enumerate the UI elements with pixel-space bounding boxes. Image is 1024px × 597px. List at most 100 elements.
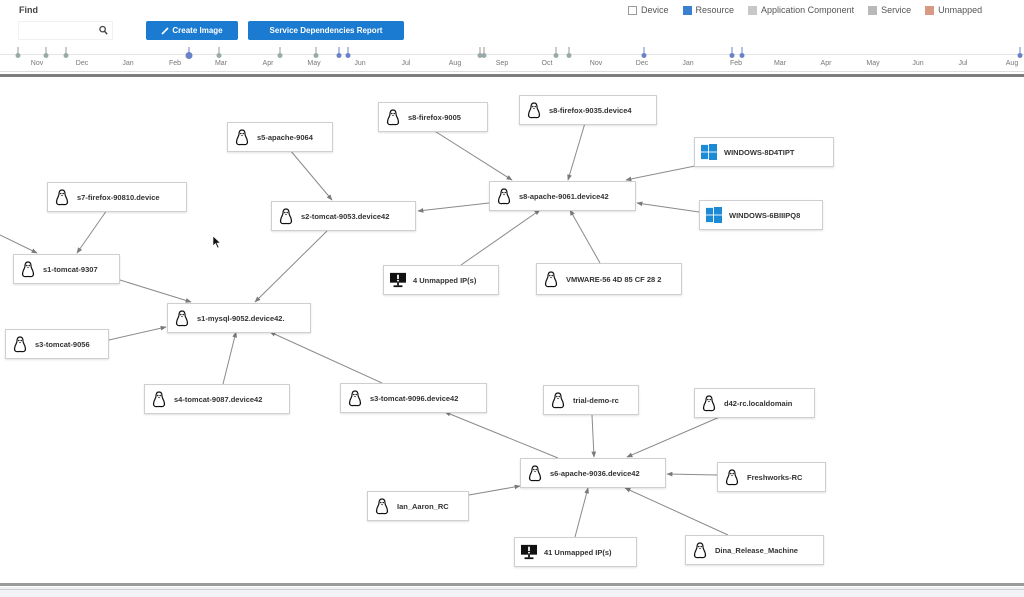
legend-item-device[interactable]: Device: [628, 5, 669, 15]
linux-penguin-icon: [550, 391, 566, 409]
linux-penguin-icon: [385, 108, 401, 126]
linux-penguin-icon: [151, 390, 167, 408]
node-label: s3-tomcat-9096.device42: [370, 393, 459, 403]
graph-node-s8-firefox-9005[interactable]: s8-firefox-9005: [378, 102, 488, 132]
unmapped-monitor-icon: [521, 543, 537, 561]
timeline-event-marker[interactable]: [1017, 47, 1023, 58]
report-label: Service Dependencies Report: [269, 26, 383, 35]
timeline-event-marker[interactable]: [63, 47, 69, 58]
pencil-icon: [161, 26, 169, 35]
legend-label: Service: [881, 5, 912, 15]
timeline-event-marker[interactable]: [185, 47, 193, 59]
node-label: d42-rc.localdomain: [724, 398, 793, 408]
find-input[interactable]: [19, 22, 99, 39]
find-field[interactable]: [18, 21, 113, 40]
graph-node-s1-mysql-9052-device42[interactable]: s1-mysql-9052.device42.: [167, 303, 311, 333]
node-label: s1-mysql-9052.device42.: [197, 313, 285, 323]
graph-node-s8-apache-9061-device42[interactable]: s8-apache-9061.device42: [489, 181, 636, 211]
timeline-event-marker[interactable]: [553, 47, 559, 58]
graph-node-s4-tomcat-9087-device42[interactable]: s4-tomcat-9087.device42: [144, 384, 290, 414]
legend-item-unmapped[interactable]: Unmapped: [925, 5, 982, 15]
linux-penguin-icon: [701, 394, 717, 412]
timeline-month-label: Sep: [495, 60, 509, 67]
graph-node-s3-tomcat-9096-device42[interactable]: s3-tomcat-9096.device42: [340, 383, 487, 413]
timeline-event-marker[interactable]: [566, 47, 572, 58]
graph-node-s2-tomcat-9053-device42[interactable]: s2-tomcat-9053.device42: [271, 201, 416, 231]
graph-node-freshworks-rc[interactable]: Freshworks-RC: [717, 462, 826, 492]
linux-penguin-icon: [543, 270, 559, 288]
node-label: s8-apache-9061.device42: [519, 191, 609, 201]
graph-node-vmware-56-4d-85-cf-28-2[interactable]: VMWARE-56 4D 85 CF 28 2: [536, 263, 682, 295]
node-label: s1-tomcat-9307: [43, 264, 98, 274]
timeline-month-label: Aug: [448, 60, 462, 67]
graph-node-s7-firefox-90810-device[interactable]: s7-firefox-90810.device: [47, 182, 187, 212]
timeline-event-marker[interactable]: [477, 47, 483, 58]
legend-item-application-component[interactable]: Application Component: [748, 5, 854, 15]
graph-node-windows-8d4tipt[interactable]: WINDOWS-8D4TIPT: [694, 137, 834, 167]
timeline-event-marker[interactable]: [739, 47, 745, 58]
timeline-event-marker[interactable]: [43, 47, 49, 58]
node-label: s4-tomcat-9087.device42: [174, 394, 263, 404]
legend-item-service[interactable]: Service: [868, 5, 911, 15]
create-image-label: Create Image: [172, 26, 223, 35]
bottom-scrollbar[interactable]: [0, 589, 1024, 597]
graph-node-windows-6biiipq8[interactable]: WINDOWS-6BIIIPQ8: [699, 200, 823, 230]
legend-swatch: [748, 5, 758, 15]
graph-node-41-unmapped-ip-s[interactable]: 41 Unmapped IP(s): [514, 537, 637, 567]
timeline-month-label: Aug: [1005, 60, 1019, 67]
graph-node-s8-firefox-9035-device4[interactable]: s8-firefox-9035.device4: [519, 95, 657, 125]
graph-node-s6-apache-9036-device42[interactable]: s6-apache-9036.device42: [520, 458, 666, 488]
timeline-event-marker[interactable]: [15, 47, 21, 58]
search-icon[interactable]: [99, 25, 108, 36]
linux-penguin-icon: [527, 464, 543, 482]
linux-penguin-icon: [496, 187, 512, 205]
graph-node-s1-tomcat-9307[interactable]: s1-tomcat-9307: [13, 254, 120, 284]
timeline-event-marker[interactable]: [216, 47, 222, 58]
linux-penguin-icon: [54, 188, 70, 206]
node-label: s6-apache-9036.device42: [550, 468, 640, 478]
timeline-event-marker[interactable]: [345, 47, 351, 58]
graph-node-s3-tomcat-9056[interactable]: s3-tomcat-9056: [5, 329, 109, 359]
dependency-graph-canvas[interactable]: [0, 74, 1024, 592]
timeline-event-marker[interactable]: [277, 47, 283, 58]
timeline-event-marker[interactable]: [481, 47, 487, 58]
timeline-month-label: Dec: [635, 60, 649, 67]
mouse-cursor-icon: [212, 235, 222, 249]
graph-node-ian-aaron-rc[interactable]: Ian_Aaron_RC: [367, 491, 469, 521]
timeline-month-label: Jul: [958, 60, 968, 67]
linux-penguin-icon: [526, 101, 542, 119]
linux-penguin-icon: [12, 335, 28, 353]
timeline-divider: [0, 71, 1024, 72]
graph-node-4-unmapped-ip-s[interactable]: 4 Unmapped IP(s): [383, 265, 499, 295]
service-dependencies-report-button[interactable]: Service Dependencies Report: [248, 21, 404, 40]
timeline-month-label: Nov: [30, 60, 44, 67]
linux-penguin-icon: [724, 468, 740, 486]
graph-node-trial-demo-rc[interactable]: trial-demo-rc: [543, 385, 639, 415]
timeline-event-marker[interactable]: [641, 47, 647, 58]
legend-label: Application Component: [761, 5, 855, 15]
timeline-event-marker[interactable]: [729, 47, 735, 58]
node-label: Ian_Aaron_RC: [397, 501, 449, 511]
linux-penguin-icon: [174, 309, 190, 327]
graph-node-dina-release-machine[interactable]: Dina_Release_Machine: [685, 535, 824, 565]
linux-penguin-icon: [20, 260, 36, 278]
timeline-event-marker[interactable]: [313, 47, 319, 58]
timeline-month-label: Dec: [75, 60, 89, 67]
legend-label: Device: [641, 5, 669, 15]
windows-logo-icon: [701, 143, 717, 161]
linux-penguin-icon: [374, 497, 390, 515]
node-label: WINDOWS-6BIIIPQ8: [729, 210, 801, 220]
legend-item-resource[interactable]: Resource: [682, 5, 734, 15]
graph-node-s5-apache-9064[interactable]: s5-apache-9064: [227, 122, 333, 152]
timeline-month-label: Jul: [401, 60, 411, 67]
timeline-month-label: Apr: [820, 60, 832, 67]
create-image-button[interactable]: Create Image: [146, 21, 238, 40]
timeline-month-label: Jun: [354, 60, 366, 67]
legend-swatch: [682, 5, 692, 15]
node-label: Freshworks-RC: [747, 472, 803, 482]
graph-node-d42-rc-localdomain[interactable]: d42-rc.localdomain: [694, 388, 815, 418]
timeline-month-label: Nov: [589, 60, 603, 67]
timeline-event-marker[interactable]: [336, 47, 342, 58]
